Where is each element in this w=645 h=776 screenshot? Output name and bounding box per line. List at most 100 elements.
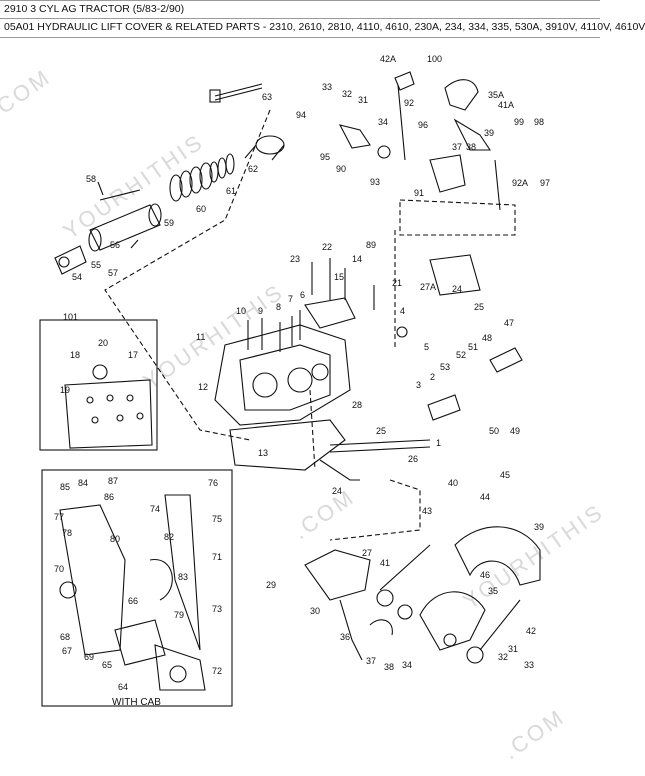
callout: 33 [322, 82, 332, 92]
rod-92 [397, 84, 406, 161]
callout: 63 [262, 92, 272, 102]
bracket-66 [59, 504, 126, 656]
spring-60 [169, 162, 213, 202]
callout: 75 [212, 514, 222, 524]
inset-101-frame [39, 319, 158, 451]
arm-41 [379, 544, 431, 591]
callout: 21 [392, 278, 402, 288]
valve-plate-101 [64, 379, 153, 449]
callout: 84 [78, 478, 88, 488]
callout: 24 [452, 284, 462, 294]
callout: 86 [104, 492, 114, 502]
inset-cab-frame [41, 469, 233, 707]
inset-caption-with-cab: WITH CAB [112, 697, 161, 708]
watermark-brand-3: YOURHITHIS [459, 499, 609, 615]
callout: 95 [320, 152, 330, 162]
callout: 62 [248, 164, 258, 174]
callout: 76 [208, 478, 218, 488]
callout: 91 [414, 188, 424, 198]
dashed-leader-3 [329, 479, 421, 541]
callout: 85 [60, 482, 70, 492]
watermark-brand-2: YOURHITHIS [139, 279, 289, 395]
callout: 19 [60, 385, 70, 395]
callout: 71 [212, 552, 222, 562]
callout: 40 [448, 478, 458, 488]
callout: 42 [526, 626, 536, 636]
callout: 8 [276, 302, 281, 312]
callout: 68 [60, 632, 70, 642]
callout: 65 [102, 660, 112, 670]
callout: 46 [480, 570, 490, 580]
arm-42 [479, 599, 521, 651]
callout: 54 [72, 272, 82, 282]
callout: 80 [110, 534, 120, 544]
valve-48 [489, 347, 523, 373]
callout: 96 [418, 120, 428, 130]
callout: 14 [352, 254, 362, 264]
washer-41 [376, 589, 394, 607]
callout: 42A [380, 54, 396, 64]
callout: 9 [258, 306, 263, 316]
callout: 97 [540, 178, 550, 188]
yoke-55 [54, 245, 87, 275]
watermark-brand-1: YOURHITHIS [59, 129, 209, 245]
callout: 26 [408, 454, 418, 464]
spring-61 [209, 153, 235, 183]
callout: 7 [288, 294, 293, 304]
callout: 35 [488, 586, 498, 596]
callout: 27 [362, 548, 372, 558]
lift-cover [214, 324, 351, 426]
callout: 34 [402, 660, 412, 670]
line-art [39, 71, 541, 707]
callout: 53 [440, 362, 450, 372]
callout: 89 [366, 240, 376, 250]
callout: 25 [376, 426, 386, 436]
callout: 93 [370, 177, 380, 187]
callout: 5 [424, 342, 429, 352]
knob-42a [394, 71, 415, 91]
callout: 44 [480, 492, 490, 502]
callout: 82 [164, 532, 174, 542]
callout: 47 [504, 318, 514, 328]
valve-holes [86, 394, 144, 424]
callout: 31 [508, 644, 518, 654]
callout-labels: 63 58 62 61 60 59 56 55 54 57 32 33 31 9… [54, 54, 550, 692]
callout: 31 [358, 95, 368, 105]
diagram-subtitle: 05A01 HYDRAULIC LIFT COVER & RELATED PAR… [0, 19, 645, 38]
callout: 34 [378, 117, 388, 127]
callout: 73 [212, 604, 222, 614]
quadrant-35a [444, 79, 479, 111]
callout: 37 [366, 656, 376, 666]
callout: 83 [178, 572, 188, 582]
shaft-25 [329, 439, 431, 453]
callout: 60 [196, 204, 206, 214]
callout: 10 [236, 306, 246, 316]
rod-63-end [209, 89, 221, 103]
callout: 45 [500, 470, 510, 480]
callout: 12 [198, 382, 208, 392]
callout: 101 [63, 312, 78, 322]
washer-70 [59, 581, 77, 599]
callout: 4 [400, 306, 405, 316]
cover-bolts [247, 310, 301, 352]
callout: 61 [226, 186, 236, 196]
dashed-box [399, 199, 516, 236]
gasket-13 [229, 419, 346, 471]
pin-62 [255, 135, 285, 155]
watermark-3: .COM [499, 704, 570, 764]
callout: 37 [452, 142, 462, 152]
lever-41a [453, 118, 492, 151]
callout: 59 [164, 218, 174, 228]
callout: 98 [534, 117, 544, 127]
callout: 27A [420, 282, 436, 292]
callout: 25 [474, 302, 484, 312]
plate-65 [114, 619, 166, 666]
arm-24 [319, 459, 360, 481]
callout: 41A [498, 100, 514, 110]
plug-4 [396, 326, 408, 338]
valve-plate [304, 297, 356, 329]
callout: 78 [62, 528, 72, 538]
washer-42 [466, 646, 484, 664]
washer-34 [377, 145, 391, 159]
quadrant-35 [419, 591, 486, 651]
